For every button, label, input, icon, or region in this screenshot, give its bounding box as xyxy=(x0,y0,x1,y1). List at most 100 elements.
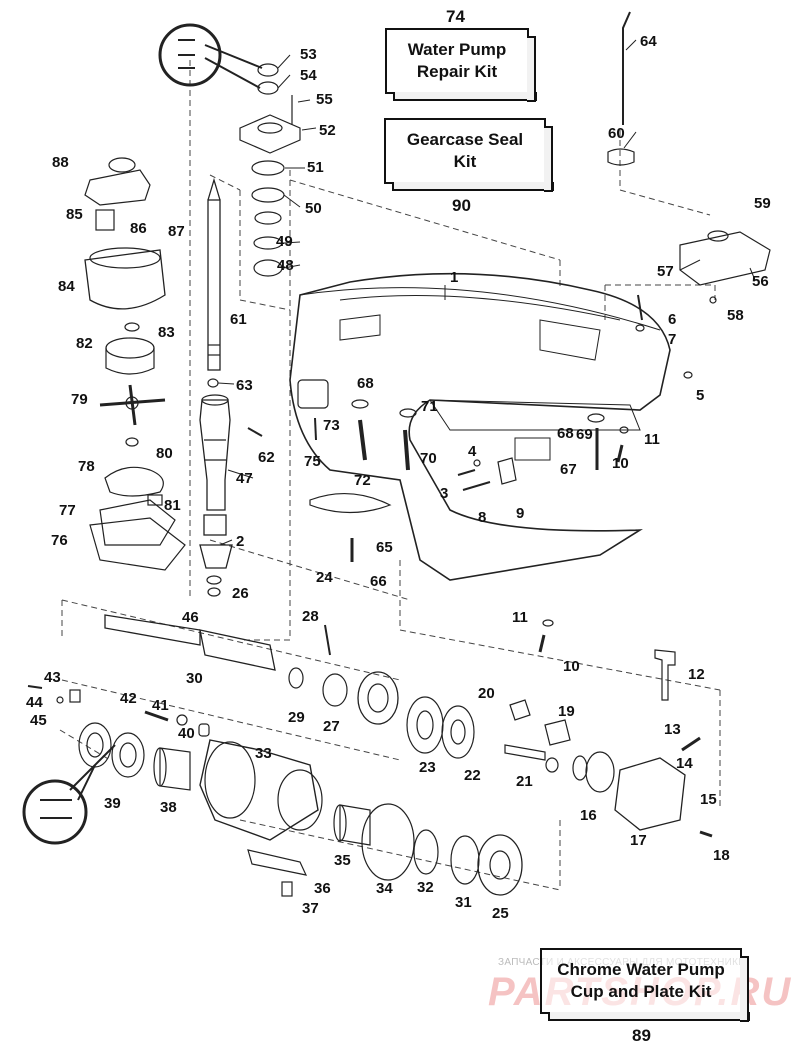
callout-10: 10 xyxy=(612,455,629,472)
callout-65: 65 xyxy=(376,539,393,556)
callout-75: 75 xyxy=(304,453,321,470)
callout-77: 77 xyxy=(59,502,76,519)
callout-80: 80 xyxy=(156,445,173,462)
callout-69: 69 xyxy=(576,426,593,443)
callout-54: 54 xyxy=(300,67,317,84)
callout-25: 25 xyxy=(492,905,509,922)
callout-70: 70 xyxy=(420,450,437,467)
callout-10: 10 xyxy=(563,658,580,675)
callout-42: 42 xyxy=(120,690,137,707)
callout-27: 27 xyxy=(323,718,340,735)
callout-24: 24 xyxy=(316,569,333,586)
callout-26: 26 xyxy=(232,585,249,602)
callout-60: 60 xyxy=(608,125,625,142)
callout-46: 46 xyxy=(182,609,199,626)
water-pump-kit-line1: Water Pump xyxy=(407,40,507,59)
callout-55: 55 xyxy=(316,91,333,108)
callout-28: 28 xyxy=(302,608,319,625)
callout-7: 7 xyxy=(668,331,676,348)
water-pump-repair-kit-box: Water Pump Repair Kit xyxy=(385,28,537,102)
callout-37: 37 xyxy=(302,900,319,917)
callout-4: 4 xyxy=(468,443,477,460)
callout-38: 38 xyxy=(160,799,177,816)
callout-72: 72 xyxy=(354,472,371,489)
callout-17: 17 xyxy=(630,832,647,849)
callout-19: 19 xyxy=(558,703,575,720)
callout-73: 73 xyxy=(323,417,340,434)
callout-62: 62 xyxy=(258,449,275,466)
callout-35: 35 xyxy=(334,852,351,869)
gearcase-seal-kit-box: Gearcase Seal Kit xyxy=(384,118,554,192)
callout-1: 1 xyxy=(450,269,458,286)
callout-44: 44 xyxy=(26,694,43,711)
callout-49: 49 xyxy=(276,233,293,250)
callout-68: 68 xyxy=(557,425,574,442)
callout-40: 40 xyxy=(178,725,195,742)
callout-41: 41 xyxy=(152,697,169,714)
callout-9: 9 xyxy=(516,505,524,522)
callout-12: 12 xyxy=(688,666,705,683)
callout-59: 59 xyxy=(754,195,771,212)
callout-66: 66 xyxy=(370,573,387,590)
chrome-kit-number: 89 xyxy=(632,1026,651,1045)
chrome-kit-line1: Chrome Water Pump xyxy=(557,960,725,979)
water-pump-kit-number: 74 xyxy=(446,7,465,26)
callout-79: 79 xyxy=(71,391,88,408)
callout-50: 50 xyxy=(305,200,322,217)
callout-51: 51 xyxy=(307,159,324,176)
callout-21: 21 xyxy=(516,773,533,790)
callout-23: 23 xyxy=(419,759,436,776)
callout-14: 14 xyxy=(676,755,693,772)
callout-47: 47 xyxy=(236,470,253,487)
callout-67: 67 xyxy=(560,461,577,478)
callout-18: 18 xyxy=(713,847,730,864)
callout-87: 87 xyxy=(168,223,185,240)
callout-31: 31 xyxy=(455,894,472,911)
callout-5: 5 xyxy=(696,387,704,404)
callout-20: 20 xyxy=(478,685,495,702)
callout-30: 30 xyxy=(186,670,203,687)
callout-39: 39 xyxy=(104,795,121,812)
callout-11: 11 xyxy=(644,431,660,448)
callout-56: 56 xyxy=(752,273,769,290)
callout-16: 16 xyxy=(580,807,597,824)
callout-81: 81 xyxy=(164,497,181,514)
callout-57: 57 xyxy=(657,263,674,280)
callout-6: 6 xyxy=(668,311,676,328)
callout-34: 34 xyxy=(376,880,393,897)
callout-8: 8 xyxy=(478,509,486,526)
callout-68: 68 xyxy=(357,375,374,392)
callout-32: 32 xyxy=(417,879,434,896)
callout-63: 63 xyxy=(236,377,253,394)
callout-83: 83 xyxy=(158,324,175,341)
gearcase-seal-kit-line1: Gearcase Seal xyxy=(406,130,524,149)
callout-52: 52 xyxy=(319,122,336,139)
chrome-kit-line2: Cup and Plate Kit xyxy=(570,982,712,1001)
callout-11: 11 xyxy=(512,609,528,626)
callout-58: 58 xyxy=(727,307,744,324)
callout-13: 13 xyxy=(664,721,681,738)
callout-88: 88 xyxy=(52,154,69,171)
callout-43: 43 xyxy=(44,669,61,686)
callout-45: 45 xyxy=(30,712,47,729)
water-pump-kit-line2: Repair Kit xyxy=(416,62,498,81)
callout-86: 86 xyxy=(130,220,147,237)
callout-84: 84 xyxy=(58,278,75,295)
callout-82: 82 xyxy=(76,335,93,352)
callout-71: 71 xyxy=(421,398,438,415)
callout-85: 85 xyxy=(66,206,83,223)
callout-29: 29 xyxy=(288,709,305,726)
gearcase-seal-kit-number: 90 xyxy=(452,196,471,215)
callout-33: 33 xyxy=(255,745,272,762)
callout-61: 61 xyxy=(230,311,247,328)
callout-76: 76 xyxy=(51,532,68,549)
callout-15: 15 xyxy=(700,791,717,808)
callout-2: 2 xyxy=(236,533,244,550)
callout-53: 53 xyxy=(300,46,317,63)
callout-3: 3 xyxy=(440,485,448,502)
callout-36: 36 xyxy=(314,880,331,897)
callout-64: 64 xyxy=(640,33,657,50)
gearcase-seal-kit-line2: Kit xyxy=(453,152,477,171)
